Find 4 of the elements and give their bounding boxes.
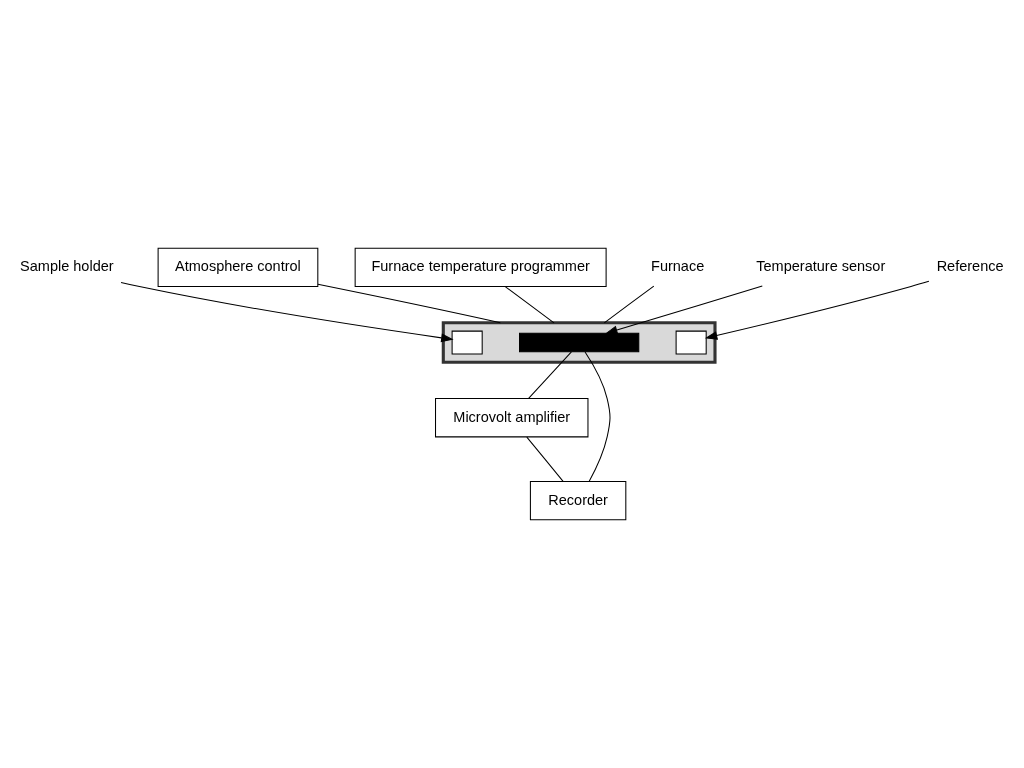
node-text: Reference [936,258,1004,275]
node-text: Sample holder [20,258,114,275]
node-text: Furnace [651,258,705,275]
node-text: Temperature sensor [756,258,886,275]
